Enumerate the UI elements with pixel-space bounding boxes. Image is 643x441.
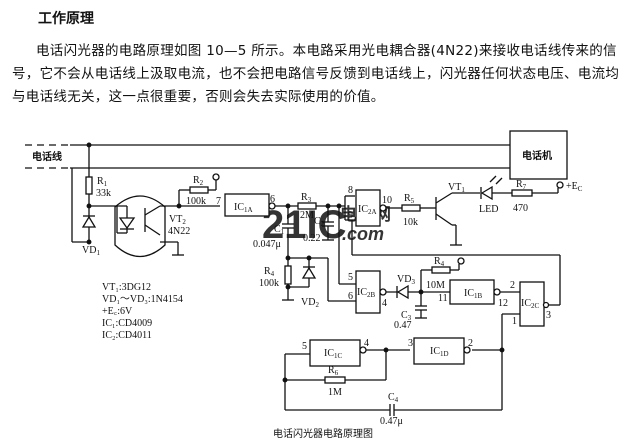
pin-4c: 4 — [364, 338, 369, 349]
VD1-label: VD1 — [82, 245, 100, 257]
IC1B-label: IC1B — [464, 288, 483, 300]
IC2B-out-bubble — [379, 288, 387, 296]
oscillator-wires — [282, 347, 505, 416]
IC1C-gate — [309, 339, 361, 367]
R3-name: R3 — [301, 192, 312, 204]
C2-value: 0.22 — [303, 233, 321, 244]
R4b-name: R4 — [434, 256, 445, 268]
R7-name: R7 — [516, 179, 527, 191]
VD3-C3-R4 — [386, 257, 465, 319]
IC1D-out-bubble — [463, 346, 471, 354]
pin-2: 2 — [510, 280, 515, 291]
R7 — [511, 181, 564, 197]
IC2C-gate — [519, 281, 545, 327]
pin-2d: 2 — [468, 338, 473, 349]
C2-name: C2 — [314, 216, 325, 228]
pin-3d: 3 — [408, 338, 413, 349]
R6-name: R6 — [328, 365, 339, 377]
IC2A-label: IC2A — [358, 204, 377, 216]
watermark-en: .com — [342, 224, 384, 244]
R1-name: R1 — [97, 176, 108, 188]
parts-list-item: VT₁:3DG12 — [102, 282, 151, 293]
C1-value: 0.047μ — [253, 239, 281, 250]
IC2B-label: IC2B — [357, 287, 376, 299]
parts-list-item: IC₂:CD4011 — [102, 330, 152, 341]
IC1D-label: IC1D — [430, 346, 449, 358]
pin-6: 6 — [270, 194, 275, 205]
R4a-value: 100k — [259, 278, 279, 289]
R6-value: 1M — [328, 387, 342, 398]
R1 — [85, 142, 93, 211]
R1-value: 33k — [96, 188, 111, 199]
VT2-value: 4N22 — [168, 226, 190, 237]
R4a-name: R4 — [264, 266, 275, 278]
LED — [480, 175, 512, 201]
IC2B-gate — [355, 270, 381, 314]
parts-list-item: +E꜀:6V — [102, 306, 133, 317]
R4-VD2 — [282, 255, 356, 302]
pin-11: 11 — [438, 293, 448, 304]
R5-value: 10k — [403, 217, 418, 228]
optocoupler-VT2 — [89, 195, 184, 258]
parts-list-item: IC₁:CD4009 — [102, 318, 152, 329]
phone-line-label: 电话线 — [32, 150, 62, 163]
pin-9: 9 — [348, 210, 353, 221]
IC1B-gate — [449, 279, 495, 305]
C4-value: 0.47μ — [380, 416, 403, 427]
IC1D-gate — [413, 337, 465, 365]
IC2C-out-bubble — [542, 301, 550, 309]
R2 — [176, 173, 220, 209]
LED-label: LED — [479, 204, 498, 215]
pin-6b: 6 — [348, 291, 353, 302]
C1-name: C1 — [274, 224, 285, 236]
description-paragraph: 电话闪光器的电路原理如图 10—5 所示。本电路采用光电耦合器(4N22)来接收… — [12, 43, 620, 105]
VD3-label: VD3 — [397, 274, 415, 286]
C4-name: C4 — [388, 392, 399, 404]
IC1C-label: IC1C — [324, 348, 343, 360]
pin-4: 4 — [382, 298, 387, 309]
VT2-name: VT2 — [169, 214, 186, 226]
telephone-label: 电话机 — [522, 149, 552, 162]
diagram-caption: 电话闪光器电路原理图 — [273, 427, 373, 440]
pin-5c: 5 — [302, 341, 307, 352]
pin-10: 10 — [382, 195, 392, 206]
C3-value: 0.47 — [394, 320, 412, 331]
pin-12: 12 — [498, 298, 508, 309]
IC2A-gate — [355, 189, 381, 227]
section-heading: 工作原理 — [38, 11, 94, 27]
phone-line — [25, 144, 510, 169]
R3-value: 2M — [300, 210, 314, 221]
C3-name: C3 — [401, 310, 412, 322]
R2-value: 100k — [186, 196, 206, 207]
R5 — [386, 204, 436, 212]
pin-5: 5 — [348, 272, 353, 283]
telephone-box — [509, 130, 568, 180]
parts-list-item: VD₁～VD₃:1N4154 — [102, 294, 183, 305]
supply-label: +EC — [566, 181, 583, 193]
pin-7: 7 — [216, 196, 221, 207]
IC1C-out-bubble — [359, 346, 367, 354]
pin-8: 8 — [348, 185, 353, 196]
IC2C-label: IC2C — [521, 298, 540, 310]
VD1-diode — [71, 168, 97, 245]
pin-1: 1 — [512, 316, 517, 327]
R7-value: 470 — [513, 203, 528, 214]
VT1-label: VT1 — [448, 182, 465, 194]
R2-name: R2 — [193, 175, 204, 187]
VT1-transistor — [435, 192, 480, 246]
pin-3: 3 — [546, 310, 551, 321]
R5-name: R5 — [404, 193, 415, 205]
IC1B-out-bubble — [493, 288, 501, 296]
R3-C1-C2 — [275, 195, 356, 285]
IC1A-label: IC1A — [234, 202, 253, 214]
parts-list: VT₁:3DG12 VD₁～VD₃:1N4154 +E꜀:6V IC₁:CD40… — [102, 282, 183, 341]
R4b-value: 10M — [426, 280, 445, 291]
VD2-label: VD2 — [301, 297, 319, 309]
